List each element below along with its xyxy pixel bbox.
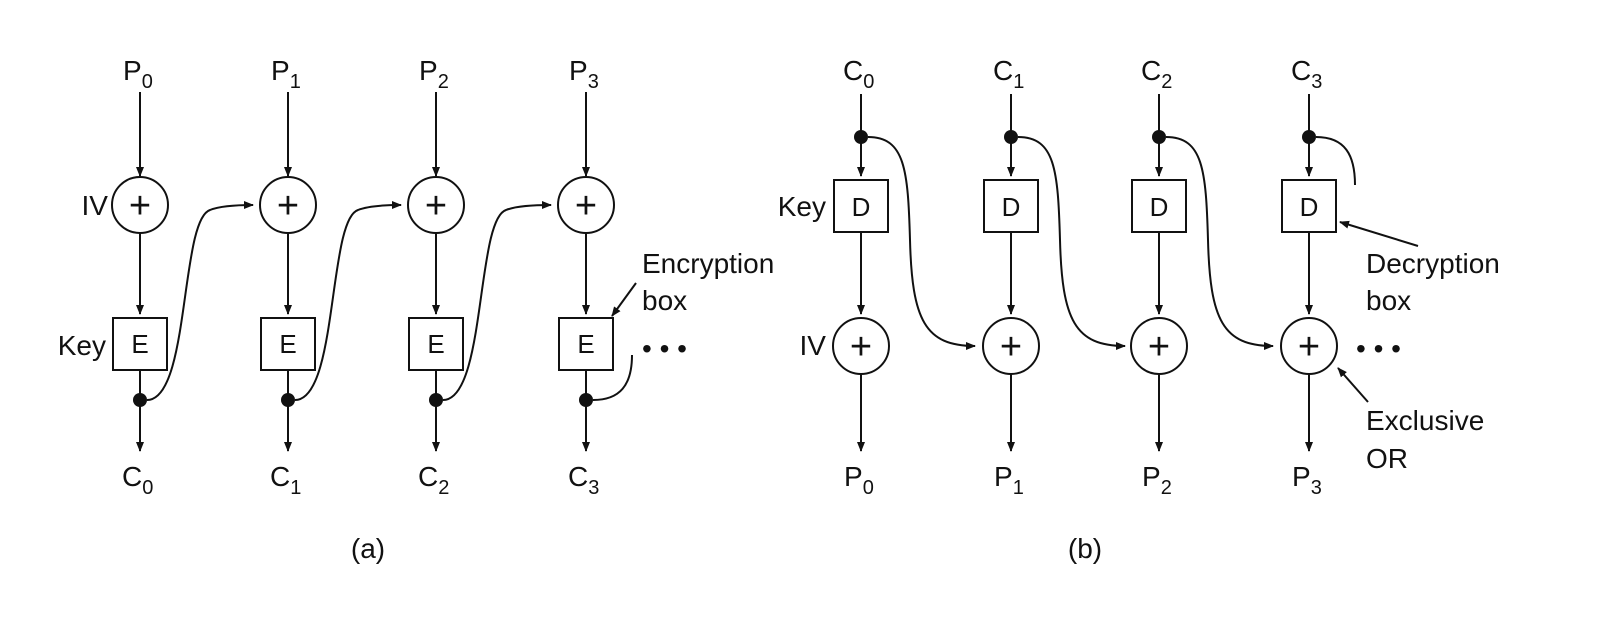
enc-junction-0 bbox=[133, 393, 147, 407]
part-b-decryption: C0 D + P0 C1 D + P1 C2 bbox=[778, 55, 1500, 564]
dec-iv-label: IV bbox=[800, 330, 827, 361]
dec-plaintext-label-1: P1 bbox=[994, 461, 1024, 499]
enc-plaintext-label-0: P0 bbox=[123, 55, 153, 93]
enc-key-label: Key bbox=[58, 330, 106, 361]
dec-ciphertext-label-3: C3 bbox=[1291, 55, 1322, 93]
dec-feedforward-1 bbox=[1017, 136, 1126, 350]
dec-column-2: C2 D + P2 bbox=[1130, 55, 1188, 499]
enc-junction-3 bbox=[579, 393, 593, 407]
enc-box-1 bbox=[260, 317, 316, 371]
enc-feedback-1 bbox=[294, 201, 402, 401]
dec-box-annotation-line2: box bbox=[1366, 285, 1411, 316]
xor-symbol: + bbox=[425, 185, 447, 227]
enc-iv-label: IV bbox=[82, 190, 109, 221]
enc-box-2 bbox=[408, 317, 464, 371]
dec-junction-2 bbox=[1152, 130, 1166, 144]
enc-ciphertext-label-3: C3 bbox=[568, 461, 599, 499]
enc-column-0: P0 + E C0 bbox=[111, 55, 169, 499]
dec-plaintext-label-3: P3 bbox=[1292, 461, 1322, 499]
xor-symbol: + bbox=[1000, 326, 1022, 368]
enc-plaintext-label-3: P3 bbox=[569, 55, 599, 93]
dec-box-label: D bbox=[1300, 192, 1319, 222]
dec-ellipsis: • • • bbox=[1356, 333, 1401, 364]
dec-box-label: D bbox=[1002, 192, 1021, 222]
xor-symbol: + bbox=[129, 185, 151, 227]
dec-junction-0 bbox=[854, 130, 868, 144]
part-a-encryption: P0 + E C0 P1 + E C1 P2 bbox=[58, 55, 775, 564]
enc-annotation-line1: Encryption bbox=[642, 248, 774, 279]
enc-plaintext-label-1: P1 bbox=[271, 55, 301, 93]
dec-box-1 bbox=[983, 179, 1039, 233]
xor-symbol: + bbox=[850, 326, 872, 368]
enc-column-2: P2 + E C2 bbox=[407, 55, 465, 499]
dec-feedforward-3 bbox=[1315, 136, 1356, 186]
enc-annotation-arrow bbox=[611, 282, 637, 317]
enc-ciphertext-label-0: C0 bbox=[122, 461, 153, 499]
dec-box-label: D bbox=[1150, 192, 1169, 222]
enc-ciphertext-label-1: C1 bbox=[270, 461, 301, 499]
enc-plaintext-label-2: P2 bbox=[419, 55, 449, 93]
enc-box-0 bbox=[112, 317, 168, 371]
dec-box-annotation-line1: Decryption bbox=[1366, 248, 1500, 279]
dec-feedforward-2 bbox=[1165, 136, 1274, 350]
dec-column-3: C3 D + P3 bbox=[1280, 55, 1338, 499]
enc-feedback-0 bbox=[146, 201, 254, 401]
dec-plaintext-label-2: P2 bbox=[1142, 461, 1172, 499]
dec-box-label: D bbox=[852, 192, 871, 222]
enc-box-label: E bbox=[427, 329, 444, 359]
dec-ciphertext-label-1: C1 bbox=[993, 55, 1024, 93]
dec-column-0: C0 D + P0 bbox=[832, 55, 890, 499]
xor-symbol: + bbox=[575, 185, 597, 227]
enc-box-3 bbox=[558, 317, 614, 371]
dec-plaintext-label-0: P0 bbox=[844, 461, 874, 499]
dec-box-3 bbox=[1281, 179, 1337, 233]
dec-xor-annotation-line2: OR bbox=[1366, 443, 1408, 474]
dec-xor-annotation-line1: Exclusive bbox=[1366, 405, 1484, 436]
dec-junction-3 bbox=[1302, 130, 1316, 144]
enc-feedback-2 bbox=[442, 201, 552, 401]
xor-symbol: + bbox=[1298, 326, 1320, 368]
enc-feedback-3 bbox=[592, 354, 633, 401]
enc-junction-1 bbox=[281, 393, 295, 407]
caption-b: (b) bbox=[1068, 533, 1102, 564]
enc-column-1: P1 + E C1 bbox=[259, 55, 317, 499]
enc-ciphertext-label-2: C2 bbox=[418, 461, 449, 499]
enc-ellipsis: • • • bbox=[642, 333, 687, 364]
enc-box-label: E bbox=[577, 329, 594, 359]
xor-symbol: + bbox=[277, 185, 299, 227]
dec-box-annotation-arrow bbox=[1339, 220, 1419, 247]
enc-junction-2 bbox=[429, 393, 443, 407]
caption-a: (a) bbox=[351, 533, 385, 564]
dec-column-1: C1 D + P1 bbox=[982, 55, 1040, 499]
dec-key-label: Key bbox=[778, 191, 826, 222]
dec-xor-annotation-arrow bbox=[1337, 367, 1369, 403]
enc-annotation-line2: box bbox=[642, 285, 687, 316]
dec-feedforward-0 bbox=[867, 136, 976, 350]
xor-symbol: + bbox=[1148, 326, 1170, 368]
enc-column-3: P3 + E C3 bbox=[557, 55, 615, 499]
enc-box-label: E bbox=[279, 329, 296, 359]
dec-junction-1 bbox=[1004, 130, 1018, 144]
dec-ciphertext-label-2: C2 bbox=[1141, 55, 1172, 93]
enc-box-label: E bbox=[131, 329, 148, 359]
dec-ciphertext-label-0: C0 bbox=[843, 55, 874, 93]
